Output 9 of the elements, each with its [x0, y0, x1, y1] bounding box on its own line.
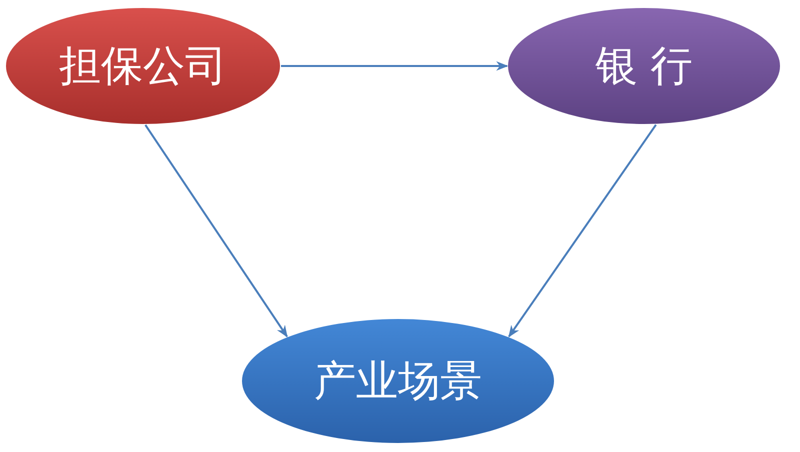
arrow: [281, 61, 508, 71]
node-label: 担保公司: [59, 45, 227, 87]
node-label: 产业场景: [314, 360, 482, 402]
arrow: [508, 124, 657, 338]
ellipse-node: [5, 7, 281, 125]
ellipse-node: [507, 7, 781, 125]
ellipse-node: [241, 318, 555, 444]
arrow: [144, 124, 288, 338]
node-label: 银 行: [595, 45, 693, 87]
